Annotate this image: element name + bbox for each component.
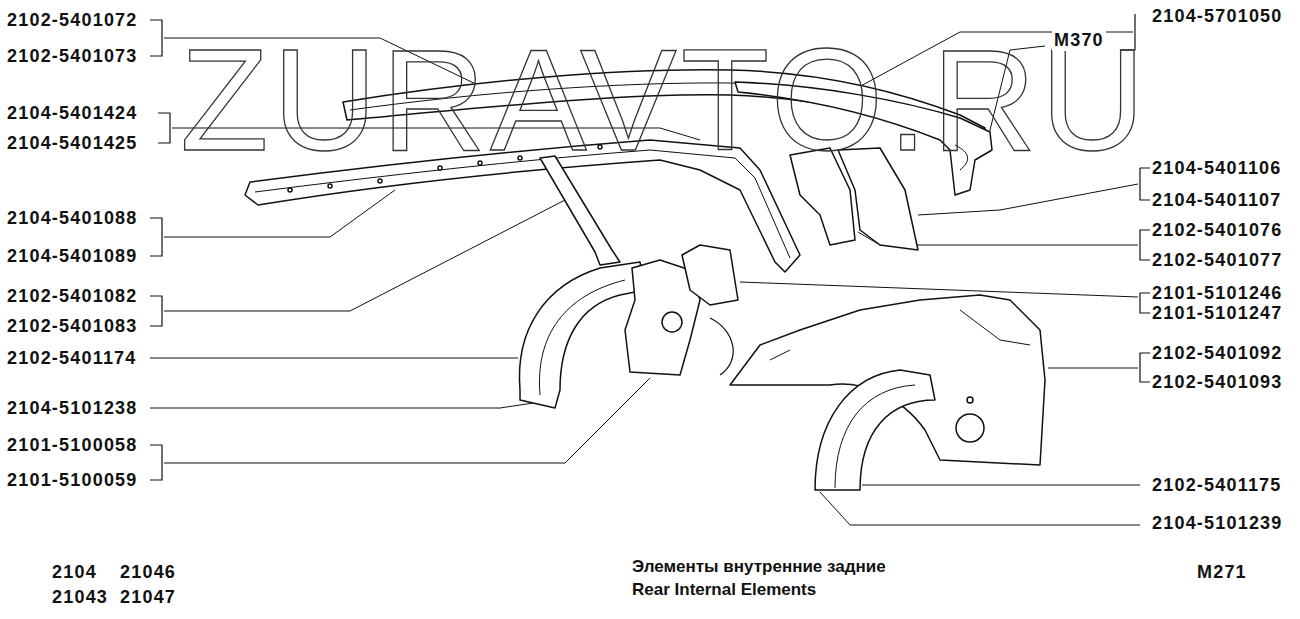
part-number: 2102-5401092	[1150, 342, 1285, 364]
part-number: 2101-5101247	[1150, 302, 1285, 324]
leader-line	[164, 378, 650, 463]
gusset	[682, 245, 738, 305]
bracket	[1140, 230, 1150, 260]
part-number: 2102-5401076	[1150, 219, 1285, 241]
hole	[662, 312, 682, 332]
hole	[328, 184, 332, 188]
diagram-caption: Rear Internal Elements	[632, 579, 816, 601]
part-number: 2102-5401073	[5, 45, 140, 67]
part-number: 2102-5401174	[5, 347, 139, 369]
part-number: 2104-5101238	[5, 397, 140, 419]
leader-line	[150, 402, 540, 408]
seal-arc	[710, 318, 733, 375]
part-number: 2102-5401083	[5, 315, 140, 337]
part-number: 2102-5401082	[5, 285, 140, 307]
bracket	[150, 296, 162, 326]
model-code: 21046	[118, 561, 178, 583]
part-number: 2104-5401424	[5, 102, 140, 124]
part-number: 2102-5401175	[1150, 474, 1284, 496]
part-number: 2104-5401106	[1150, 157, 1284, 179]
bracket	[158, 113, 170, 143]
hole	[956, 414, 984, 442]
part-number: 2102-5401093	[1150, 371, 1285, 393]
part-number: 2104-5701050	[1150, 5, 1285, 27]
part-number: 2101-5101246	[1150, 282, 1285, 304]
bracket	[1140, 353, 1150, 382]
leader-line	[862, 485, 1140, 486]
hole	[967, 397, 973, 403]
leader-line	[918, 184, 1138, 215]
leader-line	[150, 358, 518, 359]
part-number: 2104-5401425	[5, 132, 140, 154]
part-number: 2102-5401077	[1150, 249, 1285, 271]
diagram-title: Элементы внутренние задние	[632, 556, 886, 578]
hole	[288, 188, 292, 192]
watermark: ZURAVTO.RU	[180, 28, 1149, 173]
part-number: 2104-5401107	[1150, 189, 1284, 211]
wheel-arch	[815, 370, 935, 490]
wheel-arch	[835, 385, 915, 488]
reference-code: M370	[1052, 29, 1106, 51]
part-number: 2104-5401089	[5, 245, 140, 267]
leader-line	[164, 200, 565, 311]
bracket	[150, 20, 162, 56]
leader-line	[740, 282, 1138, 297]
model-code: 2104	[50, 561, 99, 583]
model-code: 21047	[118, 586, 178, 608]
bracket	[1140, 293, 1150, 313]
part-number: 2102-5401072	[5, 9, 140, 31]
model-code: 21043	[50, 586, 110, 608]
part-number: 2104-5101239	[1150, 512, 1285, 534]
leader-line	[1048, 368, 1138, 369]
part-number: 2101-5100059	[5, 469, 140, 491]
page-code: M271	[1195, 561, 1249, 583]
leader-line	[820, 492, 1140, 525]
part-number: 2104-5401088	[5, 207, 140, 229]
hole	[378, 179, 382, 183]
part-number: 2101-5100058	[5, 434, 140, 456]
wheel-arch	[539, 280, 625, 395]
bracket	[150, 445, 162, 480]
inner-panel	[770, 310, 1030, 360]
bracket	[150, 218, 162, 256]
